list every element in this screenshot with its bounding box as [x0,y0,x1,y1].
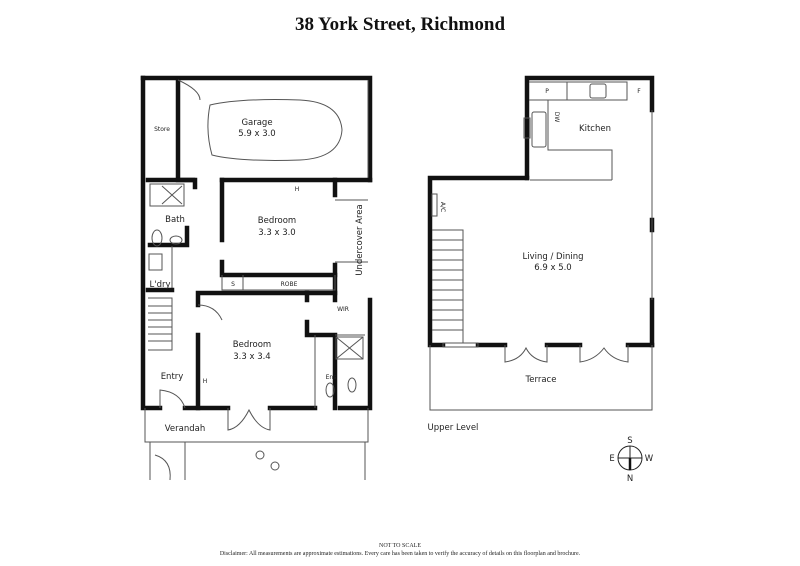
ac-label: A/C [439,202,446,212]
room-size-bedroom-1: 3.3 x 3.0 [258,228,295,238]
room-label-verandah: Verandah [165,424,205,434]
room-label-robe: ROBE [281,281,298,288]
room-label-fridge: F [637,88,641,95]
page-title: 38 York Street, Richmond [294,14,506,35]
room-size-living-dining: 6.9 x 5.0 [534,263,571,273]
room-size-bedroom-2: 3.3 x 3.4 [233,352,270,362]
compass-north: N [627,474,633,484]
room-label-garage: Garage [241,118,272,128]
heater-mark: H [295,186,300,193]
room-label-pantry: P [545,88,549,95]
room-label-ens: Ens [326,374,337,381]
compass-south: S [627,436,632,446]
disclaimer: Disclaimer: All measurements are approxi… [219,551,581,557]
room-label-laundry: L'dry [150,280,171,290]
upper-level-plan [427,75,655,411]
room-label-undercover-area: Undercover Area [355,204,365,275]
room-size-garage: 5.9 x 3.0 [238,129,275,139]
room-label-kitchen: Kitchen [579,124,611,134]
room-label-entry: Entry [161,372,184,382]
compass-east: E [609,454,614,464]
room-label-store: Store [154,126,170,133]
ground-floor-plan [140,75,373,481]
not-to-scale-note: NOT TO SCALE [378,543,421,549]
room-label-wir: WIR [337,306,349,313]
dishwasher-label: DW [553,112,560,123]
room-label-bedroom-1: Bedroom [258,216,296,226]
heater-mark: H [203,378,208,385]
compass-icon: S N E W [609,436,653,484]
room-label-terrace: Terrace [525,375,557,385]
room-label-bedroom-2: Bedroom [233,340,271,350]
compass-west: W [645,454,654,464]
upper-level-label: Upper Level [428,423,479,433]
room-label-s: S [231,281,235,288]
room-label-living-dining: Living / Dining [523,252,584,262]
room-label-bath: Bath [165,215,185,225]
